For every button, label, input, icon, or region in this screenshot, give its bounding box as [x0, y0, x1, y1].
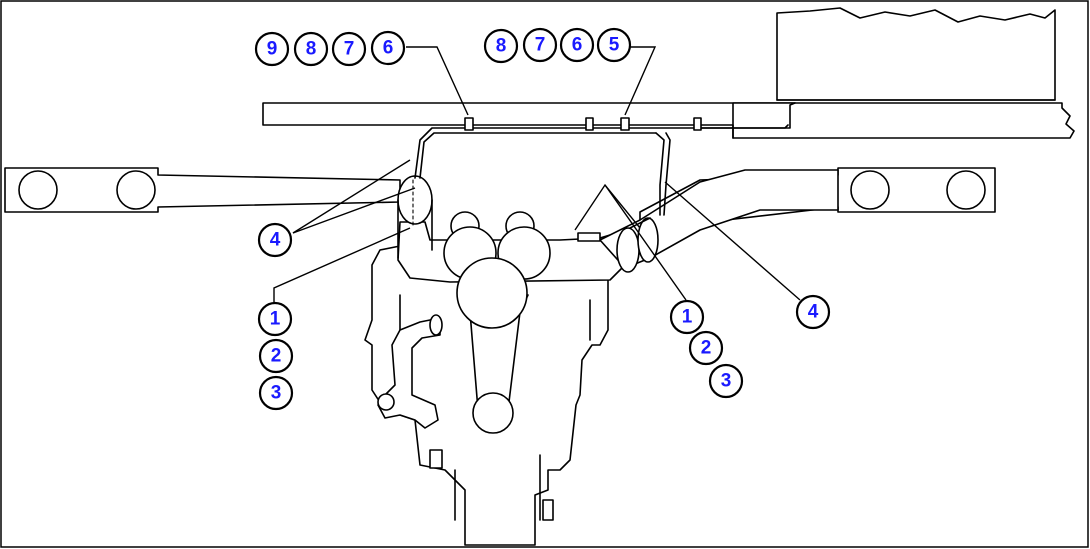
tube-clips: [464, 117, 702, 131]
callout-4-right: 4: [795, 294, 831, 330]
callout-6: 6: [559, 27, 595, 63]
callout-3: 3: [258, 375, 294, 411]
svg-text:4: 4: [270, 230, 281, 251]
leader-lines: [273, 46, 801, 302]
svg-text:7: 7: [535, 35, 546, 56]
callout-1: 1: [669, 299, 705, 335]
svg-text:2: 2: [701, 338, 712, 359]
svg-text:7: 7: [344, 39, 355, 60]
callout-1: 1: [257, 301, 293, 337]
right-exhaust-pipe: [577, 169, 839, 273]
callout-stack-left: 1 2 3: [257, 301, 294, 411]
intake-tube: [377, 314, 443, 429]
callout-9: 9: [254, 31, 290, 67]
svg-text:6: 6: [383, 38, 394, 59]
callout-8: 8: [483, 28, 519, 64]
svg-text:4: 4: [808, 302, 819, 323]
svg-text:3: 3: [721, 371, 732, 392]
callout-2: 2: [688, 330, 724, 366]
callout-7: 7: [331, 31, 367, 67]
svg-text:3: 3: [271, 383, 282, 404]
svg-text:6: 6: [572, 35, 583, 56]
frame-rail: [262, 102, 1075, 139]
callout-3: 3: [708, 363, 744, 399]
callout-6: 6: [370, 30, 406, 66]
svg-text:8: 8: [306, 39, 317, 60]
svg-text:1: 1: [682, 307, 693, 328]
fan-belt-assembly: [456, 257, 529, 434]
svg-text:2: 2: [271, 346, 282, 367]
callout-5: 5: [596, 27, 632, 63]
callout-group-top-mid: 8 7 6 5: [483, 27, 632, 64]
sensor-tubing: [414, 102, 796, 216]
svg-text:9: 9: [267, 39, 278, 60]
callout-4-left: 4: [257, 222, 293, 258]
svg-text:8: 8: [496, 36, 507, 57]
callout-2: 2: [258, 338, 294, 374]
callout-7: 7: [522, 27, 558, 63]
left-engine-mount: [4, 167, 401, 213]
callout-stack-right: 1 2 3: [669, 299, 744, 399]
cab-structure: [776, 7, 1056, 101]
svg-text:5: 5: [609, 35, 620, 56]
callout-8: 8: [293, 31, 329, 67]
triangle-leader: [574, 183, 641, 231]
svg-text:1: 1: [270, 309, 281, 330]
callout-group-top-left: 9 8 7 6: [254, 30, 406, 67]
